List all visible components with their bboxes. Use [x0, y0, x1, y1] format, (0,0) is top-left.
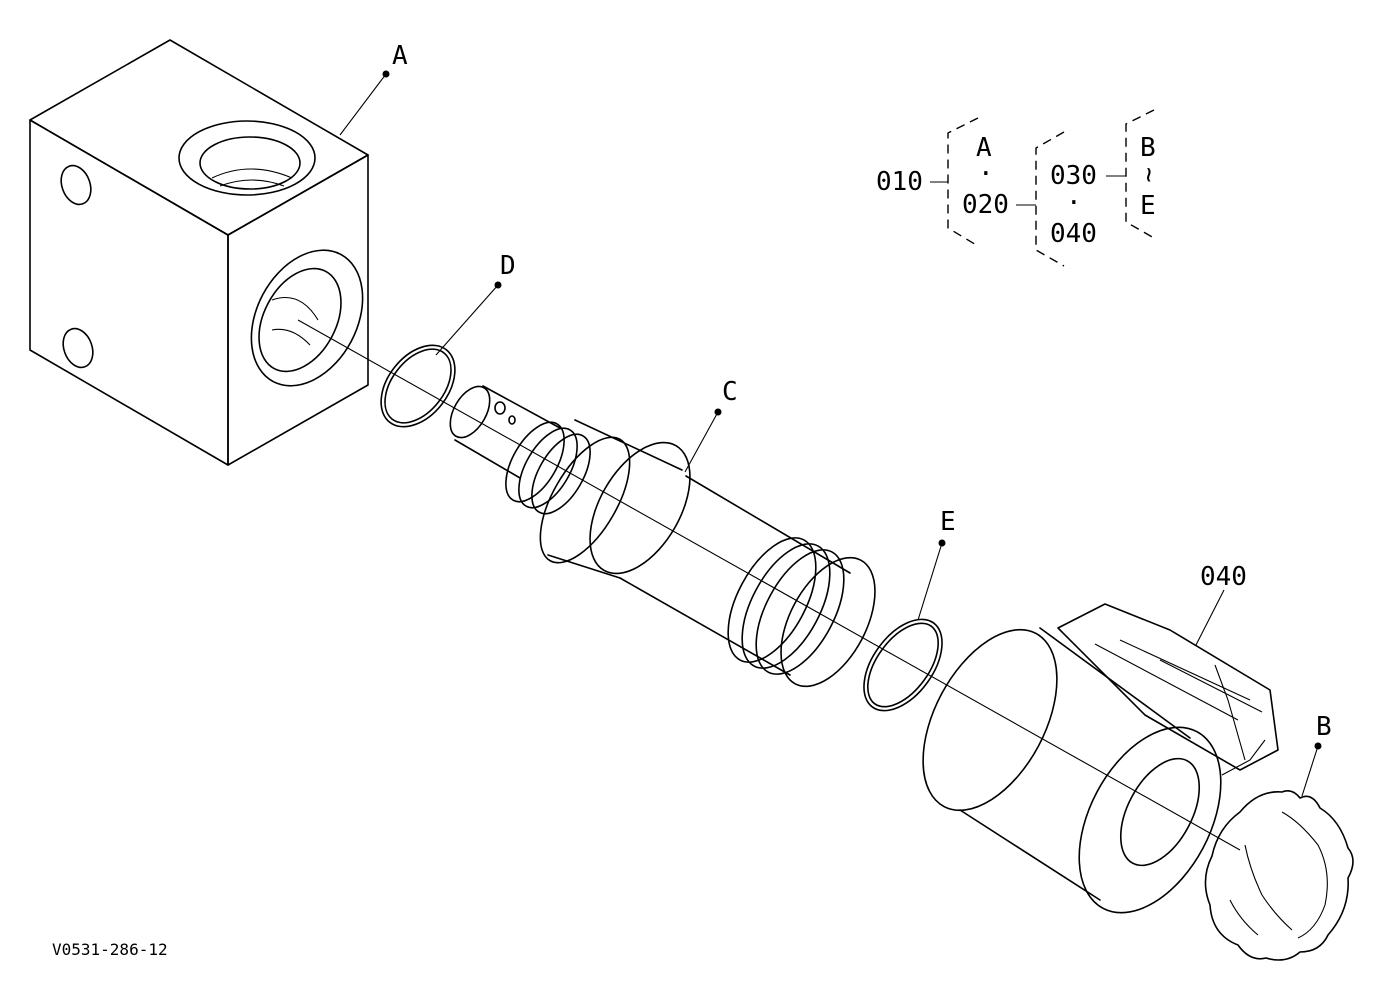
part-hierarchy-legend: 010 A · 020 030 · 040 B ~ E: [876, 109, 1164, 267]
label-c: C: [722, 377, 738, 407]
label-b: B: [1316, 712, 1332, 742]
legend-sep-2: ·: [1066, 188, 1082, 218]
callout-a: A: [339, 41, 408, 136]
legend-040: 040: [1050, 219, 1097, 249]
center-axis: [297, 319, 1241, 851]
solenoid-coil-part-040[interactable]: [895, 603, 1279, 936]
legend-sep-1: ·: [978, 159, 994, 189]
nut-part-b[interactable]: [1204, 790, 1354, 961]
label-e: E: [940, 507, 956, 537]
o-ring-part-e[interactable]: [848, 605, 958, 724]
cartridge-part-c[interactable]: [442, 380, 894, 702]
legend-030: 030: [1050, 161, 1097, 191]
legend-010: 010: [876, 167, 923, 197]
legend-a: A: [976, 133, 992, 163]
callout-b: B: [1301, 712, 1332, 797]
callout-d: D: [435, 251, 516, 356]
callout-c: C: [684, 377, 738, 473]
drawing-code: V0531-286-12: [52, 940, 168, 959]
legend-020: 020: [962, 190, 1009, 220]
legend-e: E: [1140, 191, 1156, 221]
label-d: D: [500, 251, 516, 281]
valve-block-part-a[interactable]: [29, 39, 385, 466]
callout-e: E: [917, 507, 956, 621]
legend-tilde: ~: [1134, 167, 1164, 183]
o-ring-part-d[interactable]: [366, 331, 470, 440]
label-a: A: [392, 41, 408, 71]
label-040: 040: [1200, 562, 1247, 592]
callout-040: 040: [1195, 562, 1247, 646]
legend-b: B: [1140, 133, 1156, 163]
